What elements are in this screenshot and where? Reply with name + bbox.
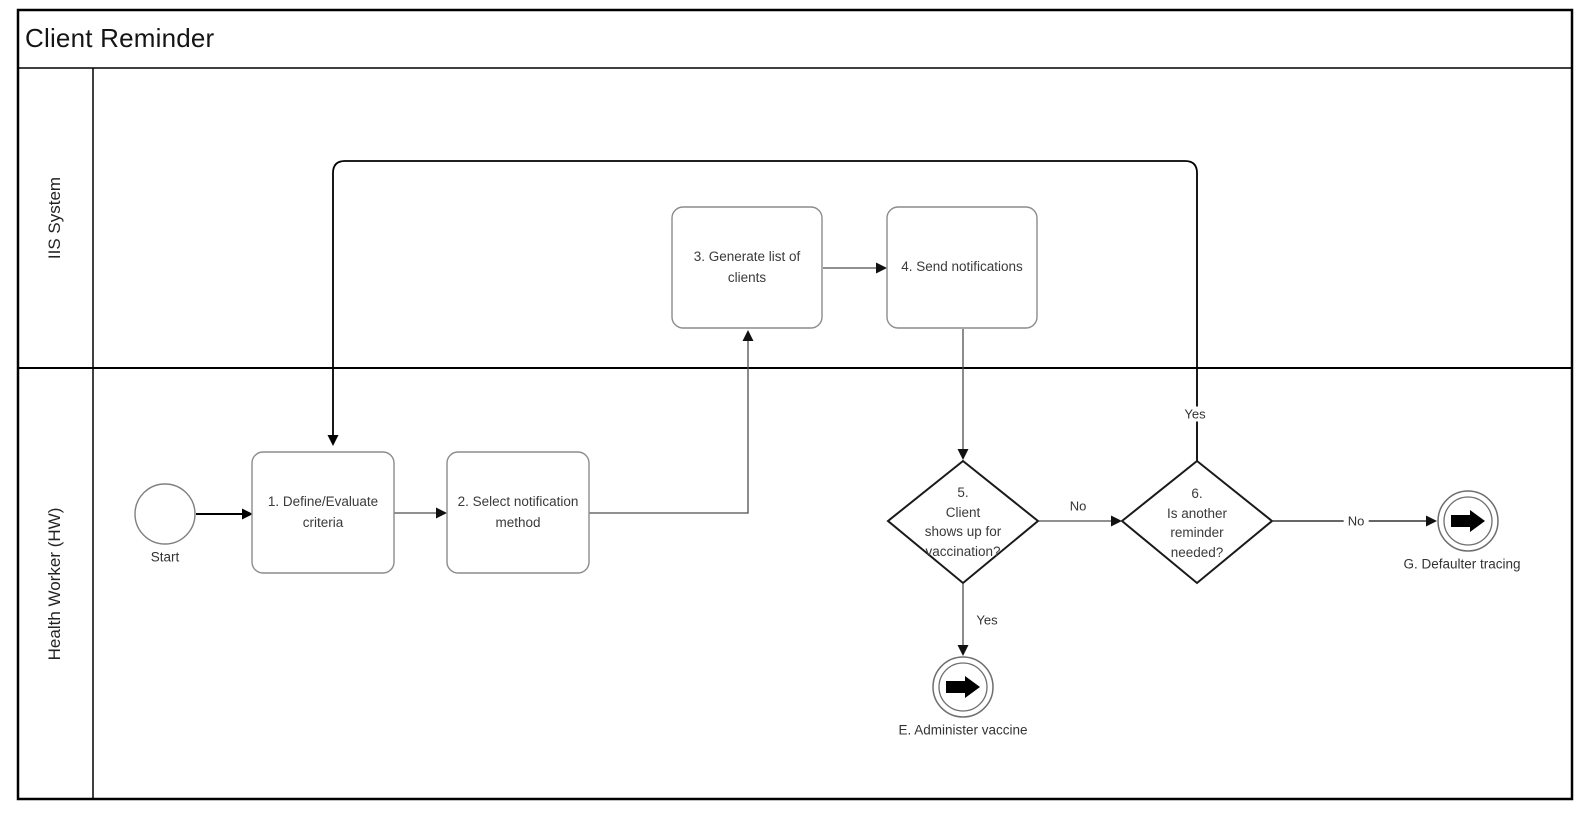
edge-task2-to-task3: [589, 340, 749, 514]
start-event-shape: [134, 483, 196, 545]
pool-title: Client Reminder: [25, 23, 215, 53]
task4-label: 4. Send notifications: [901, 259, 1023, 275]
task2-shape: [446, 451, 590, 574]
edge-label-yes-d5-e: Yes: [976, 612, 998, 628]
pool-border: [16, 8, 1574, 801]
task2-label: 2. Select notification method: [457, 493, 579, 530]
task1-label: 1. Define/Evaluate criteria: [267, 493, 379, 530]
arrowhead-decision5-to-end-e: [957, 645, 969, 656]
lane-label-health-worker: Health Worker (HW): [45, 507, 64, 661]
end-e-label: E. Administer vaccine: [898, 722, 1028, 738]
task1-shape: [251, 451, 395, 574]
end-g-inner-circle: [1443, 496, 1493, 546]
edge-label-no-d5-d6: No: [1069, 498, 1087, 514]
end-e-link-arrow-icon: [946, 676, 980, 698]
arrowhead-decision5-to-decision6: [1111, 515, 1122, 527]
start-event-label: Start: [150, 549, 180, 565]
arrowhead-decision6-to-end-g: [1426, 515, 1437, 527]
decision6-label: 6. Is another reminder needed?: [1166, 485, 1228, 560]
arrowhead-start-to-task1: [242, 508, 253, 520]
edge-label-yes-d6-loop: Yes: [1180, 406, 1210, 422]
task3-label: 3. Generate list of clients: [693, 248, 801, 285]
end-g-link-arrow-icon: [1451, 510, 1485, 532]
decision6-shape: [1120, 459, 1274, 585]
arrowhead-task1-to-task2: [436, 507, 447, 519]
arrowhead-task4-to-decision5: [957, 449, 969, 460]
arrowhead-task3-to-task4: [876, 262, 887, 274]
edge-label-no-d6-g: No: [1343, 513, 1369, 529]
decision5-label: 5. Client shows up for vaccination?: [924, 484, 1002, 559]
end-g-label: G. Defaulter tracing: [1403, 556, 1521, 572]
task3-shape: [671, 206, 823, 329]
task4-shape: [886, 206, 1038, 329]
edge-decision6-loop-to-task1: [332, 160, 1198, 461]
lane-label-iis-system: IIS System: [45, 176, 64, 260]
arrowhead-task2-to-task3: [742, 330, 754, 341]
arrowhead-decision6-loop-to-task1: [327, 435, 339, 446]
end-e-inner-circle: [938, 662, 988, 712]
decision5-shape: [886, 459, 1040, 585]
